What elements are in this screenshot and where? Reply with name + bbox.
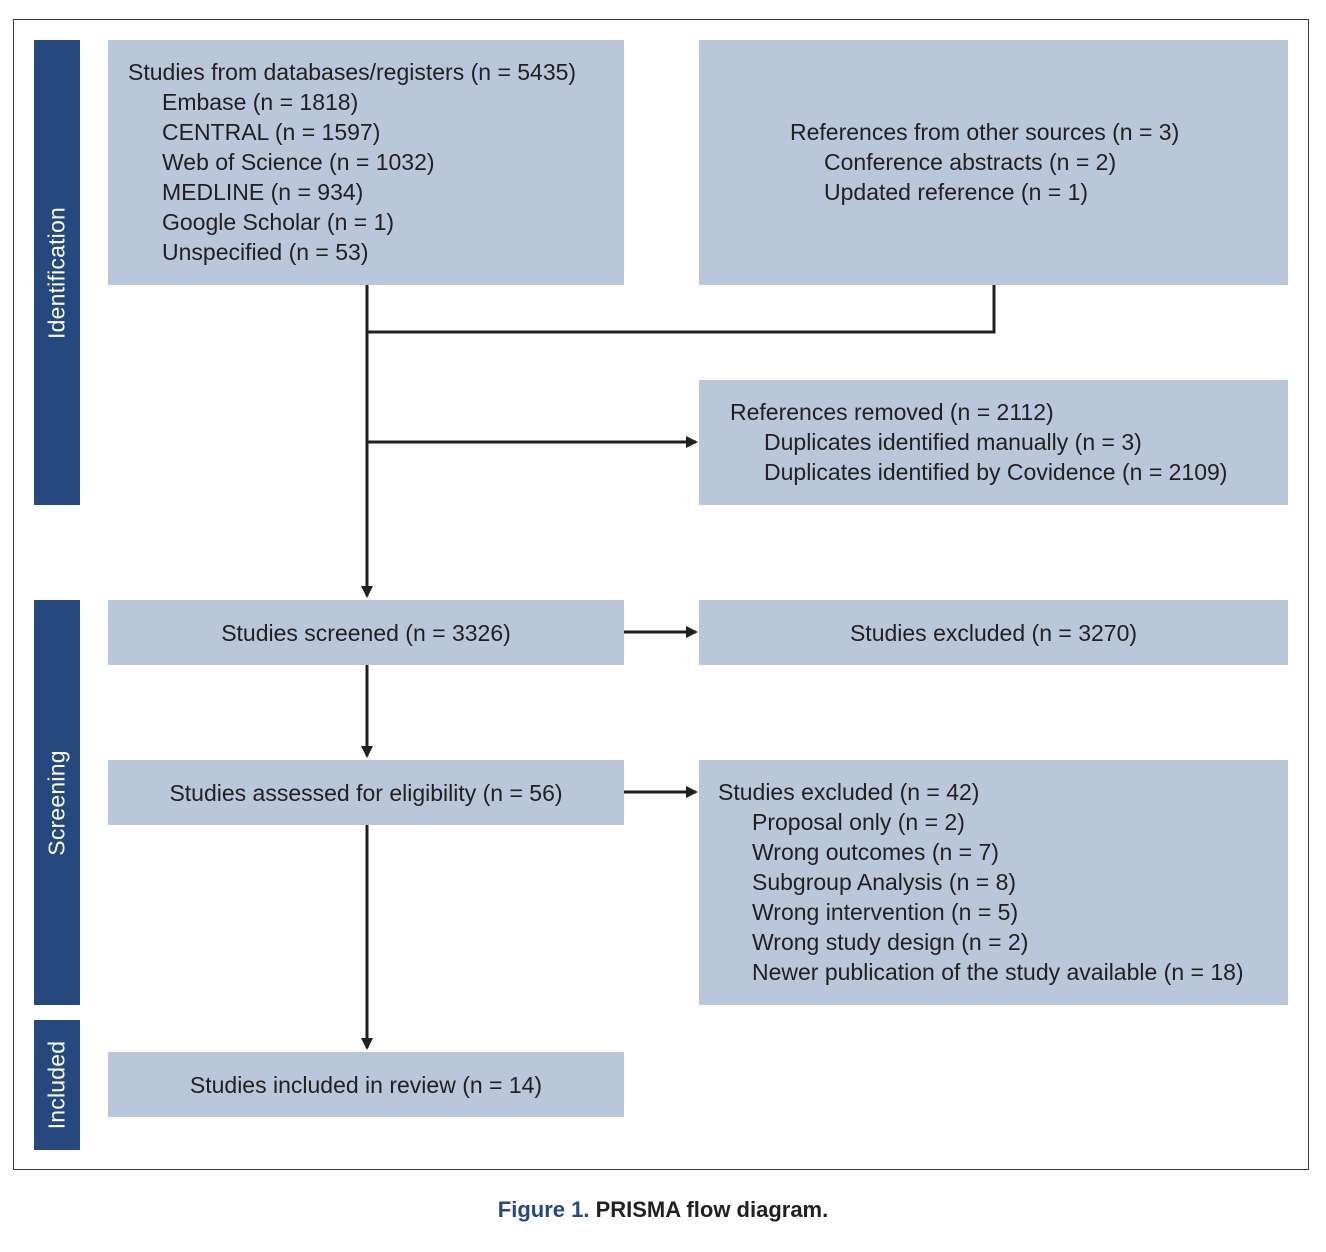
other-sources-item: Updated reference (n = 1): [824, 179, 1089, 205]
phase-included: Included: [34, 1020, 80, 1150]
databases-title: Studies from databases/registers (n = 54…: [128, 59, 577, 85]
other-sources-box: References from other sources (n = 3) Co…: [699, 40, 1288, 285]
excluded-screening-box: Studies excluded (n = 3270): [699, 600, 1288, 665]
databases-item: MEDLINE (n = 934): [162, 179, 364, 205]
other-sources-item: Conference abstracts (n = 2): [824, 149, 1117, 175]
screened-box: Studies screened (n = 3326): [108, 600, 624, 665]
included-box: Studies included in review (n = 14): [108, 1052, 624, 1117]
excluded-eligibility-item: Wrong study design (n = 2): [752, 929, 1029, 955]
databases-box: Studies from databases/registers (n = 54…: [108, 40, 624, 285]
databases-item: Embase (n = 1818): [162, 89, 359, 115]
databases-item: Unspecified (n = 53): [162, 239, 369, 265]
connector-other-sources-merge: [367, 285, 996, 334]
phase-identification: Identification: [34, 40, 80, 505]
excluded-eligibility-title: Studies excluded (n = 42): [718, 779, 980, 805]
excluded-eligibility-item: Wrong intervention (n = 5): [752, 899, 1019, 925]
screened-text: Studies screened (n = 3326): [221, 619, 511, 646]
excluded-eligibility-item: Newer publication of the study available…: [752, 959, 1244, 985]
excluded-eligibility-item: Wrong outcomes (n = 7): [752, 839, 999, 865]
other-sources-title: References from other sources (n = 3): [790, 119, 1180, 145]
excluded-eligibility-item: Proposal only (n = 2): [752, 809, 965, 835]
excluded-screening-text: Studies excluded (n = 3270): [849, 619, 1138, 646]
figure-title: PRISMA flow diagram.: [595, 1197, 829, 1222]
excluded-eligibility-item: Subgroup Analysis (n = 8): [752, 869, 1017, 895]
phase-screening: Screening: [34, 600, 80, 1005]
eligibility-text: Studies assessed for eligibility (n = 56…: [169, 779, 563, 806]
excluded-eligibility-box: Studies excluded (n = 42) Proposal only …: [699, 760, 1288, 1005]
databases-item: Web of Science (n = 1032): [162, 149, 435, 175]
databases-item: CENTRAL (n = 1597): [162, 119, 381, 145]
references-removed-title: References removed (n = 2112): [730, 399, 1054, 425]
eligibility-box: Studies assessed for eligibility (n = 56…: [108, 760, 624, 825]
references-removed-box: References removed (n = 2112) Duplicates…: [699, 380, 1288, 505]
references-removed-item: Duplicates identified by Covidence (n = …: [764, 459, 1228, 485]
databases-item: Google Scholar (n = 1): [162, 209, 395, 235]
figure-caption: Figure 1. PRISMA flow diagram.: [0, 1197, 1326, 1223]
included-text: Studies included in review (n = 14): [189, 1071, 543, 1098]
figure-label: Figure 1.: [497, 1197, 590, 1222]
references-removed-item: Duplicates identified manually (n = 3): [764, 429, 1142, 455]
